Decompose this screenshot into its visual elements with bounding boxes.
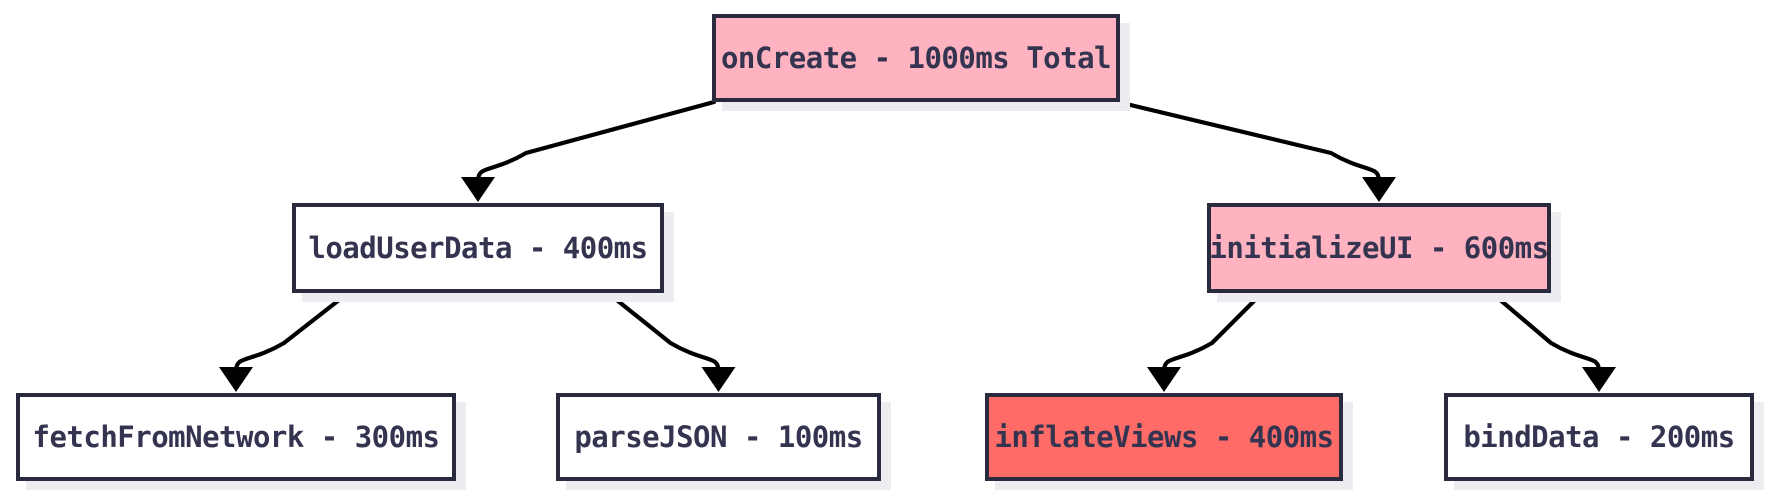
node-label: loadUserData - 400ms <box>308 231 648 265</box>
node-label: fetchFromNetwork - 300ms <box>32 420 440 454</box>
node-bindData: bindData - 200ms <box>1444 393 1754 481</box>
node-onCreate: onCreate - 1000ms Total <box>712 14 1120 102</box>
edge-loadUserData-parseJSON <box>605 290 721 374</box>
edge-loadUserData-fetchFromNetwork <box>233 290 351 374</box>
arrowhead-loadUserData <box>461 177 495 202</box>
node-label: inflateViews - 400ms <box>994 420 1334 454</box>
node-parseJSON: parseJSON - 100ms <box>556 393 881 481</box>
node-label: initializeUI - 600ms <box>1209 231 1549 265</box>
node-label: parseJSON - 100ms <box>574 420 863 454</box>
arrowhead-initializeUI <box>1362 177 1396 202</box>
edge-initializeUI-inflateViews <box>1161 290 1265 374</box>
arrowhead-fetchFromNetwork <box>219 367 253 392</box>
node-inflateViews: inflateViews - 400ms <box>985 393 1343 481</box>
node-label: bindData - 200ms <box>1463 420 1735 454</box>
node-initializeUI: initializeUI - 600ms <box>1207 203 1551 293</box>
node-fetchFromNetwork: fetchFromNetwork - 300ms <box>16 393 456 481</box>
edge-onCreate-initializeUI <box>1115 99 1382 184</box>
edge-onCreate-loadUserData <box>475 99 717 184</box>
edge-initializeUI-bindData <box>1489 290 1602 374</box>
arrowhead-parseJSON <box>701 367 736 392</box>
node-loadUserData: loadUserData - 400ms <box>292 203 664 293</box>
arrowhead-inflateViews <box>1147 367 1181 392</box>
arrowhead-bindData <box>1582 367 1616 392</box>
node-label: onCreate - 1000ms Total <box>720 41 1112 75</box>
